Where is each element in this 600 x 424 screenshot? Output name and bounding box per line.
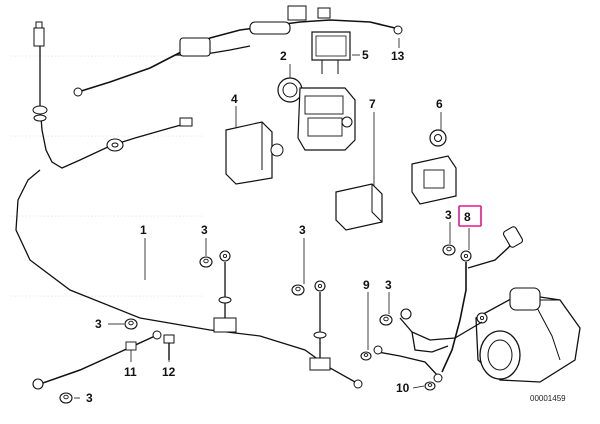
callout-3[interactable]: 3: [445, 208, 452, 222]
relay-holder: [277, 77, 356, 151]
leader-lines: [74, 38, 470, 399]
callout-3[interactable]: 3: [86, 391, 93, 405]
nut: [360, 351, 372, 361]
starter-motor: [373, 226, 581, 383]
svg-text:······························: ········································…: [10, 51, 204, 63]
callout-13[interactable]: 13: [391, 49, 405, 63]
nut: [424, 381, 436, 391]
wiring-harness: [15, 21, 363, 389]
callout-12[interactable]: 12: [162, 365, 176, 379]
callout-10[interactable]: 10: [396, 381, 410, 395]
relay: [311, 31, 351, 74]
callout-9[interactable]: 9: [363, 278, 370, 292]
callout-8[interactable]: 8: [464, 210, 471, 224]
nut: [379, 314, 393, 326]
nut: [59, 392, 73, 404]
highlight-box: [458, 205, 482, 227]
callout-2[interactable]: 2: [280, 49, 287, 63]
watermark: ········································…: [10, 51, 204, 303]
top-harness: [73, 5, 403, 97]
svg-text:······························: ········································…: [10, 211, 204, 223]
callout-3[interactable]: 3: [385, 278, 392, 292]
callout-11[interactable]: 11: [124, 365, 137, 379]
ground-cable: [32, 330, 162, 390]
nut: [442, 244, 456, 256]
relay-module: [335, 183, 383, 231]
svg-text:······························: ········································…: [10, 291, 204, 303]
callout-4[interactable]: 4: [231, 92, 238, 106]
callout-5[interactable]: 5: [362, 48, 369, 62]
nuts: [59, 244, 456, 404]
nut: [199, 256, 213, 268]
callout-7[interactable]: 7: [369, 97, 376, 111]
callout-3[interactable]: 3: [299, 223, 306, 237]
nut: [124, 318, 138, 330]
callout-3[interactable]: 3: [201, 223, 208, 237]
svg-text:······························: ········································…: [10, 131, 204, 143]
callouts: 1 2 3 3 3 3 3 3 4 5 6 7 8 9 10 11 12 13: [86, 48, 471, 405]
bracket: [225, 121, 284, 185]
diagram-code: 00001459: [530, 394, 566, 403]
callout-6[interactable]: 6: [436, 97, 443, 111]
callout-1[interactable]: 1: [140, 223, 147, 237]
holder: [411, 129, 457, 205]
callout-3[interactable]: 3: [95, 317, 102, 331]
nut: [291, 284, 305, 296]
